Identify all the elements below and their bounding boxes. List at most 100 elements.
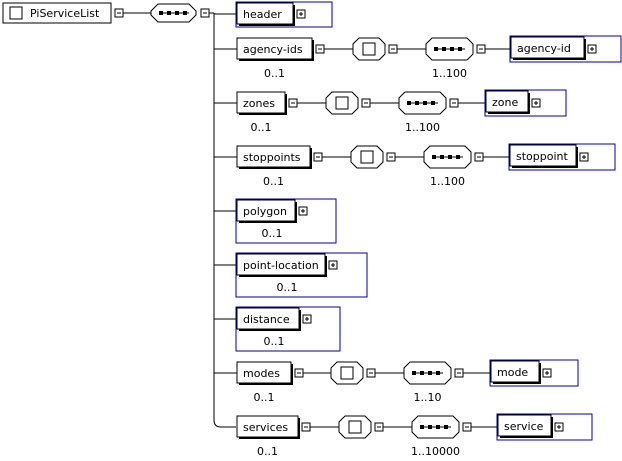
expand-toggle-header[interactable] — [296, 9, 306, 19]
child-expand-toggle[interactable] — [542, 368, 552, 378]
child-expand-toggle[interactable] — [531, 98, 541, 108]
compositor-icon — [352, 37, 386, 61]
element-box-point-location[interactable]: point-location — [236, 253, 327, 277]
child-element-box[interactable]: zone — [485, 90, 530, 114]
element-box-distance[interactable]: distance — [236, 307, 301, 331]
element-label: stoppoints — [243, 151, 301, 164]
child-occurrence-label: 1..100 — [432, 67, 467, 80]
occurrence-label: 0..1 — [254, 391, 275, 404]
sequence-compositor — [398, 91, 447, 115]
child-expand-toggle[interactable] — [554, 422, 564, 432]
type-frame — [508, 143, 616, 171]
element-row-modes: modes 0..1 1..10 mode — [214, 359, 579, 404]
element-box-zones[interactable]: zones — [236, 91, 287, 115]
root-sequence-compositor — [150, 3, 197, 23]
child-occurrence-label: 1..10000 — [411, 445, 460, 458]
collapse-toggle-services[interactable] — [301, 422, 311, 432]
element-box-header[interactable]: header — [236, 2, 295, 26]
compositor-collapse-toggle[interactable] — [366, 368, 376, 378]
sequence-compositor — [411, 415, 460, 439]
element-row-agency-ids: agency-ids 0..1 1..100 agency-id — [214, 35, 622, 80]
child-element-label: agency-id — [517, 42, 571, 55]
type-frame — [235, 306, 341, 352]
type-frame — [509, 35, 622, 63]
expand-toggle-distance[interactable] — [302, 314, 312, 324]
collapse-toggle-modes[interactable] — [294, 368, 304, 378]
element-row-stoppoints: stoppoints 0..1 1..100 stoppoint — [214, 143, 616, 188]
child-expand-toggle[interactable] — [587, 44, 597, 54]
element-label: agency-ids — [243, 43, 303, 56]
compositor-icon — [338, 415, 372, 439]
type-frame — [489, 359, 579, 387]
compositor-collapse-toggle[interactable] — [361, 98, 371, 108]
element-box-agency-ids[interactable]: agency-ids — [236, 37, 314, 61]
sequence-collapse-toggle[interactable] — [462, 422, 472, 432]
element-label: zones — [243, 97, 275, 110]
occurrence-label: 0..1 — [264, 335, 285, 348]
element-row-distance: distance 0..1 — [214, 306, 341, 352]
child-element-label: mode — [497, 366, 528, 379]
connector-spine — [213, 13, 236, 428]
type-frame — [235, 1, 333, 28]
sequence-compositor — [423, 145, 472, 169]
child-expand-toggle[interactable] — [579, 152, 589, 162]
collapse-toggle-zones[interactable] — [288, 98, 298, 108]
compositor-icon — [325, 91, 359, 115]
sequence-compositor — [425, 37, 474, 61]
element-label: point-location — [243, 259, 319, 272]
compositor-collapse-toggle[interactable] — [386, 152, 396, 162]
element-box-modes[interactable]: modes — [236, 361, 293, 385]
expand-toggle-point-location[interactable] — [328, 260, 338, 270]
element-label: modes — [243, 367, 280, 380]
sequence-collapse-toggle[interactable] — [200, 8, 210, 18]
element-row-polygon: polygon 0..1 — [214, 198, 337, 244]
element-row-point-location: point-location 0..1 — [214, 252, 368, 298]
element-row-services: services 0..1 1..10000 service — [236, 413, 593, 458]
child-occurrence-label: 1..100 — [430, 175, 465, 188]
occurrence-label: 0..1 — [263, 175, 284, 188]
element-box-services[interactable]: services — [236, 415, 300, 439]
element-label: distance — [243, 313, 290, 326]
element-label: services — [243, 421, 288, 434]
collapse-toggle-stoppoints[interactable] — [313, 152, 323, 162]
occurrence-label: 0..1 — [262, 227, 283, 240]
sequence-collapse-toggle[interactable] — [454, 368, 464, 378]
occurrence-label: 0..1 — [251, 121, 272, 134]
child-element-box[interactable]: agency-id — [510, 36, 586, 60]
occurrence-label: 0..1 — [264, 67, 285, 80]
collapse-toggle-agency-ids[interactable] — [315, 44, 325, 54]
type-frame — [484, 89, 567, 117]
element-box-stoppoints[interactable]: stoppoints — [236, 145, 312, 169]
type-frame — [235, 198, 337, 244]
child-element-box[interactable]: stoppoint — [509, 144, 578, 168]
compositor-collapse-toggle[interactable] — [374, 422, 384, 432]
element-box-polygon[interactable]: polygon — [236, 199, 297, 223]
child-occurrence-label: 1..100 — [405, 121, 440, 134]
child-element-label: zone — [492, 96, 518, 109]
element-row-header: header — [214, 1, 333, 28]
sequence-collapse-toggle[interactable] — [476, 44, 486, 54]
element-row-zones: zones 0..1 1..100 zone — [214, 89, 567, 134]
compositor-icon — [330, 361, 364, 385]
compositor-icon — [350, 145, 384, 169]
root-element-label: PiServiceList — [30, 7, 100, 20]
occurrence-label: 0..1 — [257, 445, 278, 458]
child-element-box[interactable]: service — [497, 414, 553, 438]
occurrence-label: 0..1 — [277, 281, 298, 294]
type-frame — [235, 252, 368, 298]
type-frame — [496, 413, 593, 441]
child-element-label: stoppoint — [516, 150, 568, 163]
compositor-collapse-toggle[interactable] — [388, 44, 398, 54]
child-occurrence-label: 1..10 — [414, 391, 442, 404]
element-label: header — [243, 8, 282, 21]
child-element-label: service — [504, 420, 544, 433]
child-element-box[interactable]: mode — [490, 360, 541, 384]
expand-toggle-polygon[interactable] — [298, 206, 308, 216]
sequence-collapse-toggle[interactable] — [474, 152, 484, 162]
root-element[interactable]: PiServiceList — [2, 2, 112, 24]
sequence-collapse-toggle[interactable] — [449, 98, 459, 108]
root-collapse-toggle[interactable] — [114, 8, 124, 18]
sequence-compositor — [403, 361, 452, 385]
